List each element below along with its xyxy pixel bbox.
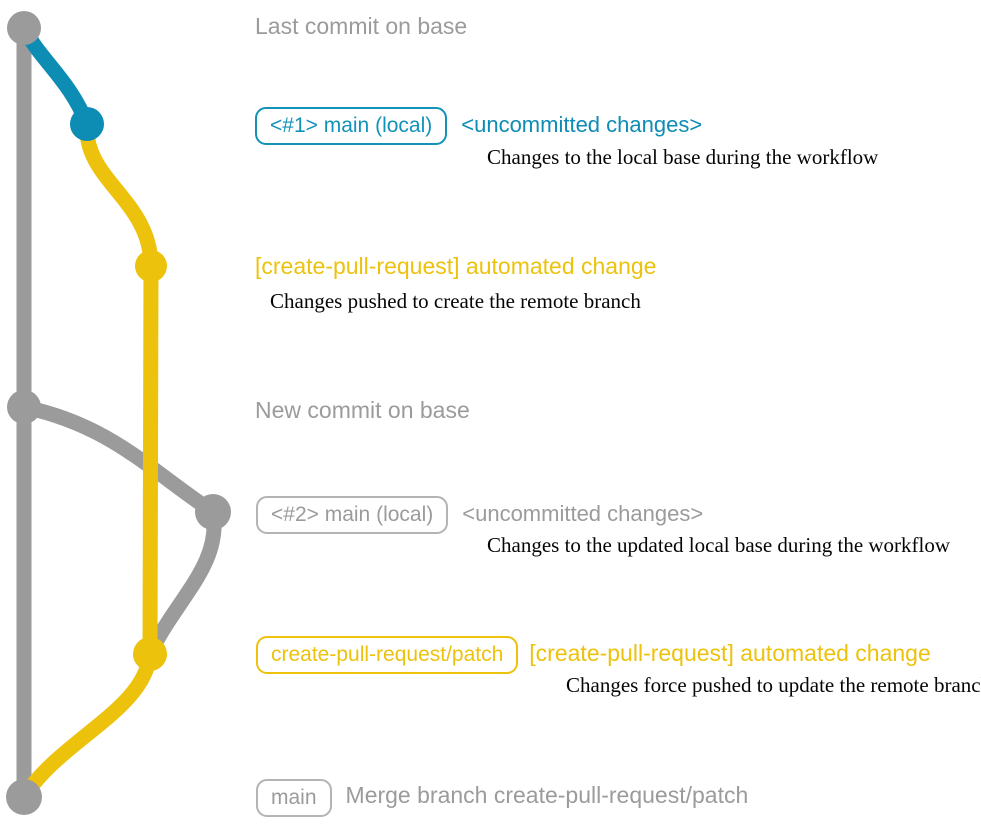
ref-pill-main-local-2[interactable]: <#2> main (local) [256, 496, 449, 534]
caption-last-commit-on-base: Last commit on base [255, 13, 468, 39]
commit-node-automated-change-1[interactable] [135, 250, 167, 282]
base-to-local2-curve [16, 399, 221, 520]
commit-node-last-commit-on-base[interactable] [7, 11, 41, 45]
entry-local-uncommitted-2: <#2> main (local) <uncommitted changes> [256, 496, 703, 534]
commit-node-local-uncommitted-2[interactable] [195, 494, 231, 530]
entry-automated-change-2: create-pull-request/patch [create-pull-r… [256, 636, 931, 674]
commit-node-new-commit-on-base[interactable] [7, 390, 41, 424]
patch-lane-trunk [142, 258, 159, 662]
entry-local-uncommitted-1: <#1> main (local) <uncommitted changes> [255, 107, 702, 145]
commit-description-pushed-create-remote: Changes pushed to create the remote bran… [270, 289, 641, 313]
local1-to-automated1-curve [79, 116, 159, 274]
entry-merge-commit: main Merge branch create-pull-request/pa… [256, 779, 748, 817]
commit-subject-merge-branch: Merge branch create-pull-request/patch [345, 782, 749, 808]
commit-node-automated-change-2[interactable] [133, 637, 167, 671]
ref-pill-patch-branch[interactable]: create-pull-request/patch [256, 636, 519, 674]
ref-pill-main-local-1[interactable]: <#1> main (local) [255, 107, 448, 145]
commit-description-force-pushed-update-remote: Changes force pushed to update the remot… [566, 673, 981, 697]
entry-automated-change-1: [create-pull-request] automated change [255, 253, 656, 279]
commit-description-local-base-workflow: Changes to the local base during the wor… [487, 145, 879, 169]
commit-subject-uncommitted-2: <uncommitted changes> [462, 501, 704, 526]
patch-to-merge-curve [16, 646, 158, 805]
commit-subject-automated-change-2: [create-pull-request] automated change [529, 640, 931, 666]
commit-node-merge[interactable] [6, 779, 42, 815]
commit-subject-uncommitted-1: <uncommitted changes> [461, 112, 703, 137]
local2-to-patch-curve [142, 504, 222, 662]
commit-node-local-uncommitted-1[interactable] [70, 107, 104, 141]
ref-pill-main[interactable]: main [256, 779, 332, 817]
base-to-local1-curve [16, 20, 95, 132]
commit-subject-automated-change-1: [create-pull-request] automated change [255, 253, 657, 279]
commit-description-updated-local-base-workflow: Changes to the updated local base during… [487, 533, 951, 557]
caption-new-commit-on-base: New commit on base [255, 397, 470, 423]
